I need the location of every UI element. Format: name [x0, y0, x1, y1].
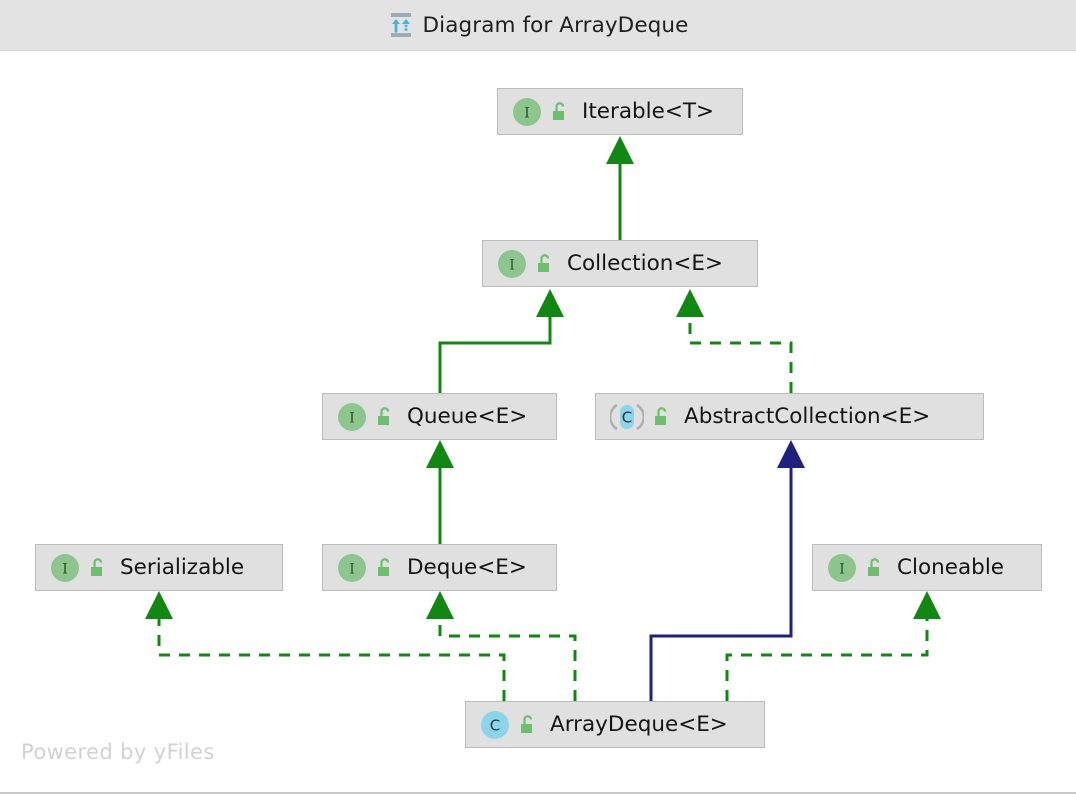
abstract-class-badge-icon: C: [610, 403, 644, 430]
interface-badge-icon: I: [498, 249, 526, 278]
public-unlocked-icon: [538, 253, 550, 272]
edge-deque-to-queue: [426, 440, 454, 544]
svg-text:C: C: [490, 716, 500, 734]
interface-badge-icon: I: [828, 553, 856, 582]
edge-arraydeque-to-abstractcollection: [649, 440, 805, 701]
class-node-label: AbstractCollection<E>: [684, 403, 931, 429]
svg-text:C: C: [622, 408, 632, 426]
class-node-collection[interactable]: I Collection<E>: [482, 240, 758, 287]
svg-text:I: I: [509, 257, 515, 273]
class-node-arraydeque[interactable]: C ArrayDeque<E>: [465, 701, 765, 748]
class-node-label: Serializable: [120, 554, 245, 580]
class-badge-icon: C: [481, 710, 509, 739]
interface-badge-icon: I: [51, 553, 79, 582]
public-unlocked-icon: [378, 557, 390, 576]
public-unlocked-icon: [378, 406, 390, 425]
class-node-label: Collection<E>: [567, 250, 723, 276]
diagram-arrows-icon: [390, 13, 411, 37]
diagram-canvas[interactable]: I Iterable<T> I Collection<E> I: [0, 51, 1076, 792]
edge-collection-to-iterable: [606, 136, 634, 240]
edge-abstractcollection-to-collection: [676, 289, 793, 393]
edge-arraydeque-to-serializable: [145, 591, 506, 701]
class-node-cloneable[interactable]: I Cloneable: [812, 544, 1042, 591]
yfiles-watermark: Powered by yFiles: [21, 740, 215, 764]
public-unlocked-icon: [655, 406, 667, 425]
svg-text:I: I: [839, 561, 845, 577]
edge-arraydeque-to-deque: [426, 591, 577, 701]
public-unlocked-icon: [521, 714, 533, 733]
public-unlocked-icon: [868, 557, 880, 576]
svg-text:I: I: [349, 410, 355, 426]
public-unlocked-icon: [553, 101, 565, 120]
page-title: Diagram for ArrayDeque: [422, 12, 689, 38]
svg-text:I: I: [349, 561, 355, 577]
edge-queue-to-collection: [438, 289, 564, 393]
public-unlocked-icon: [91, 557, 103, 576]
class-node-abstractcollection[interactable]: C AbstractCollection<E>: [595, 393, 984, 440]
class-node-iterable[interactable]: I Iterable<T>: [497, 88, 743, 135]
window-titlebar: Diagram for ArrayDeque: [0, 0, 1076, 51]
edge-arraydeque-to-cloneable: [725, 591, 941, 701]
class-node-queue[interactable]: I Queue<E>: [322, 393, 557, 440]
svg-text:I: I: [524, 105, 530, 121]
interface-badge-icon: I: [338, 402, 366, 431]
class-node-label: Cloneable: [897, 554, 1005, 580]
class-node-serializable[interactable]: I Serializable: [35, 544, 283, 591]
diagram-edge-layer: [145, 136, 941, 701]
interface-badge-icon: I: [338, 553, 366, 582]
titlebar-content: Diagram for ArrayDeque: [388, 13, 689, 38]
class-node-label: Iterable<T>: [582, 98, 715, 124]
svg-text:I: I: [62, 561, 68, 577]
interface-badge-icon: I: [513, 97, 541, 126]
class-node-label: Deque<E>: [407, 554, 527, 580]
class-node-label: ArrayDeque<E>: [550, 711, 728, 737]
class-node-label: Queue<E>: [407, 403, 528, 429]
class-node-deque[interactable]: I Deque<E>: [322, 544, 557, 591]
